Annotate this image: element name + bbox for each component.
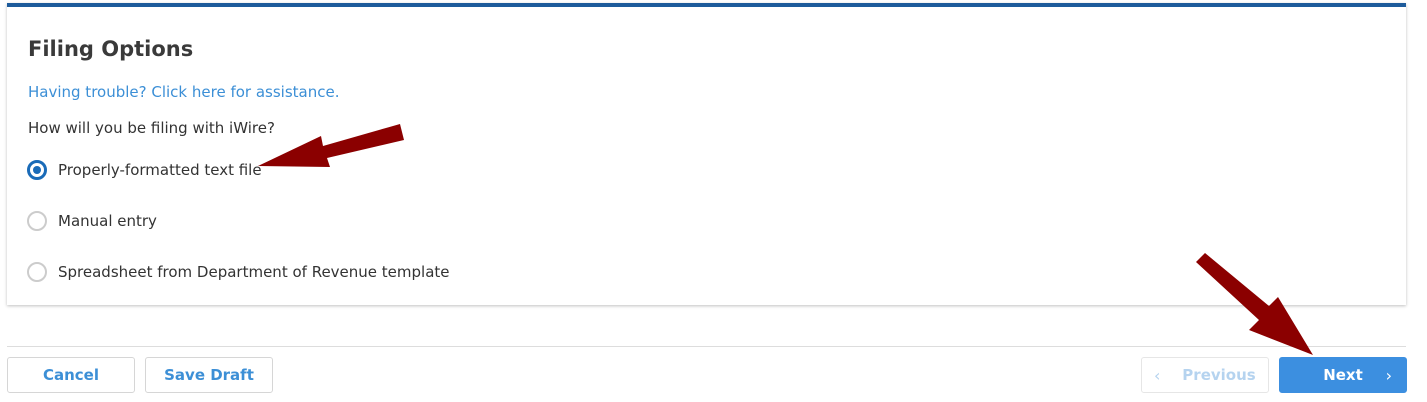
radio-unchecked-icon[interactable] bbox=[27, 262, 47, 282]
next-label: Next bbox=[1323, 366, 1363, 384]
filing-options-card: Filing Options Having trouble? Click her… bbox=[7, 3, 1406, 305]
radio-label: Properly-formatted text file bbox=[58, 161, 262, 179]
radio-unchecked-icon[interactable] bbox=[27, 211, 47, 231]
chevron-right-icon: › bbox=[1385, 365, 1392, 385]
radio-option-text-file[interactable]: Properly-formatted text file bbox=[27, 160, 262, 180]
footer-divider bbox=[7, 346, 1406, 347]
previous-label: Previous bbox=[1182, 366, 1256, 384]
radio-label: Spreadsheet from Department of Revenue t… bbox=[58, 263, 450, 281]
next-button[interactable]: Next › bbox=[1279, 357, 1407, 393]
page-title: Filing Options bbox=[28, 37, 194, 61]
cancel-button[interactable]: Cancel bbox=[7, 357, 135, 393]
help-link[interactable]: Having trouble? Click here for assistanc… bbox=[28, 83, 340, 101]
radio-label: Manual entry bbox=[58, 212, 157, 230]
radio-option-manual-entry[interactable]: Manual entry bbox=[27, 211, 157, 231]
save-draft-button[interactable]: Save Draft bbox=[145, 357, 273, 393]
previous-button[interactable]: ‹ Previous bbox=[1141, 357, 1269, 393]
save-draft-label: Save Draft bbox=[164, 366, 254, 384]
filing-question: How will you be filing with iWire? bbox=[28, 119, 275, 137]
radio-checked-icon[interactable] bbox=[27, 160, 47, 180]
chevron-left-icon: ‹ bbox=[1154, 365, 1161, 385]
radio-option-spreadsheet[interactable]: Spreadsheet from Department of Revenue t… bbox=[27, 262, 450, 282]
cancel-label: Cancel bbox=[42, 366, 99, 384]
